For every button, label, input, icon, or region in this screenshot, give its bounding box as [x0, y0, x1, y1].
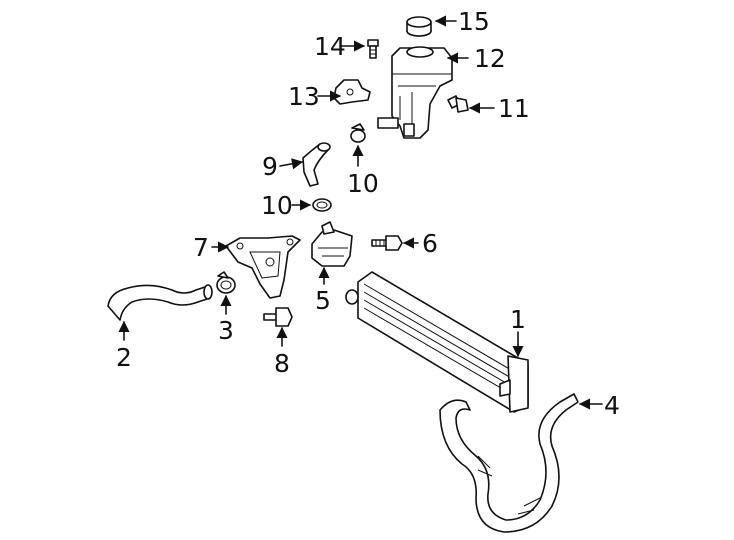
reservoir-cap	[406, 16, 432, 37]
callout-9: 9	[262, 152, 278, 181]
callout-5: 5	[315, 286, 331, 315]
callout-11: 12	[474, 44, 506, 73]
callout-6: 6	[422, 229, 438, 258]
reservoir-hose	[302, 142, 331, 187]
pump-bolt	[371, 235, 403, 251]
lower-hose-left	[107, 284, 213, 321]
radiator	[345, 271, 529, 413]
hose-clamp-upper	[350, 123, 366, 143]
reservoir-bolt	[447, 95, 469, 113]
callout-leaders	[118, 15, 603, 410]
reservoir-tank	[377, 46, 453, 139]
hose-clamp-lower	[312, 198, 332, 212]
callout-3: 3	[218, 316, 234, 345]
callout-1: 1	[510, 305, 526, 334]
callout-2: 2	[116, 343, 132, 372]
callout-8: 8	[274, 349, 290, 378]
callout-15: 15	[458, 7, 490, 36]
callout-4: 4	[604, 391, 620, 420]
reservoir-bracket	[333, 79, 371, 105]
callout-13: 13	[288, 82, 320, 111]
callout-labels: 15 14 12 13 11 10 9 10 6 7 5 3 2 8 1 4	[116, 7, 620, 420]
callout-10-upper: 10	[347, 169, 379, 198]
pump-bracket	[225, 235, 301, 299]
callout-10-lower: 10	[261, 191, 293, 220]
hose-clamp	[216, 271, 236, 294]
callout-12: 11	[498, 94, 530, 123]
bracket-bolt	[263, 307, 293, 327]
callout-14: 14	[314, 32, 346, 61]
coolant-pump	[311, 221, 353, 267]
lower-hose-right	[439, 393, 579, 533]
bracket-screw	[367, 39, 379, 59]
callout-7: 7	[193, 233, 209, 262]
leader-9	[279, 158, 304, 170]
